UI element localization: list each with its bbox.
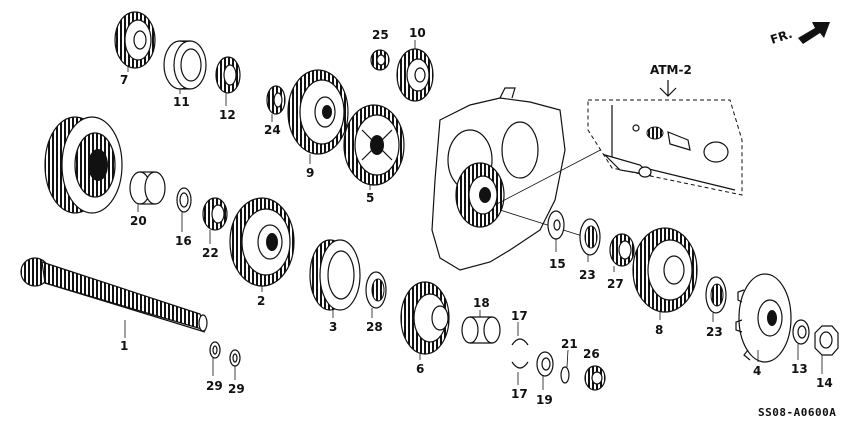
label-part-27: 27: [607, 277, 624, 291]
label-part-9: 9: [306, 166, 314, 180]
label-part-19: 19: [536, 393, 553, 407]
label-part-15: 15: [549, 257, 566, 271]
part-2-gear: [229, 197, 295, 292]
drawing-code: SS08-A0600A: [758, 406, 836, 419]
part-7-gear: [114, 11, 156, 72]
part-10-gear: [396, 40, 434, 102]
front-direction-indicator: FR.: [769, 22, 830, 47]
part-22-needle-bearing: [202, 197, 228, 244]
part-1-mainshaft: [20, 257, 208, 338]
label-part-5: 5: [366, 191, 374, 205]
label-part-22: 22: [202, 246, 219, 260]
part-20-collar: [129, 171, 166, 212]
label-part-4: 4: [753, 364, 761, 378]
label-part-18: 18: [473, 296, 490, 310]
part-8-gear: [632, 227, 698, 320]
label-part-16: 16: [175, 234, 192, 248]
label-part-23-lower: 23: [706, 325, 723, 339]
front-direction-label: FR.: [769, 27, 794, 47]
atm2-reference-label: ATM-2: [650, 63, 692, 77]
part-9-gear: [287, 69, 349, 164]
label-part-11: 11: [173, 95, 190, 109]
part-11-sleeve: [163, 40, 207, 94]
label-part-29-a: 29: [206, 379, 223, 393]
label-part-17-lower: 17: [511, 387, 528, 401]
atm2-inset: ATM-2: [587, 63, 743, 196]
label-part-25: 25: [372, 28, 389, 42]
part-24-needle-bearing: [266, 85, 286, 122]
part-15-washer: [547, 210, 565, 252]
part-19-washer: [536, 351, 554, 390]
label-part-3: 3: [329, 320, 337, 334]
part-14-lock-nut: [814, 325, 839, 374]
label-part-7: 7: [120, 73, 128, 87]
part-4-parking-gear: [735, 273, 792, 363]
label-part-29-b: 29: [228, 382, 245, 396]
part-12-gear: [215, 56, 241, 106]
label-part-20: 20: [130, 214, 147, 228]
part-5-gear: [343, 104, 405, 190]
label-part-6: 6: [416, 362, 424, 376]
label-part-21: 21: [561, 337, 578, 351]
label-part-17-upper: 17: [511, 309, 528, 323]
part-18-collar: [461, 310, 501, 344]
label-part-28: 28: [366, 320, 383, 334]
label-part-2: 2: [257, 294, 265, 308]
part-21-snap-ring: [560, 349, 570, 384]
part-23-thrust-bearing-upper: [579, 218, 601, 262]
part-23-thrust-bearing-lower: [705, 276, 727, 322]
label-part-24: 24: [264, 123, 281, 137]
transmission-case: [431, 87, 611, 271]
label-part-13: 13: [791, 362, 808, 376]
part-13-washer: [792, 319, 810, 360]
label-part-23-upper: 23: [579, 268, 596, 282]
label-part-10: 10: [409, 26, 426, 40]
clutch-drum: [44, 116, 123, 214]
part-3-ring: [309, 239, 361, 318]
part-6-gear: [400, 281, 450, 360]
label-part-8: 8: [655, 323, 663, 337]
part-17-clip-lower: [511, 361, 529, 385]
label-part-12: 12: [219, 108, 236, 122]
part-25-bearing: [370, 49, 390, 71]
part-16-washer: [176, 187, 192, 232]
part-27-needle-bearing: [609, 233, 635, 272]
label-part-1: 1: [120, 339, 128, 353]
label-part-14: 14: [816, 376, 833, 390]
part-29-washer-a: [209, 341, 221, 376]
part-28-thrust-bearing: [365, 271, 387, 318]
part-26-needle-bearing: [584, 365, 606, 391]
part-29-washer-b: [229, 349, 241, 380]
part-17-clip-upper: [511, 322, 529, 346]
label-part-26: 26: [583, 347, 600, 361]
